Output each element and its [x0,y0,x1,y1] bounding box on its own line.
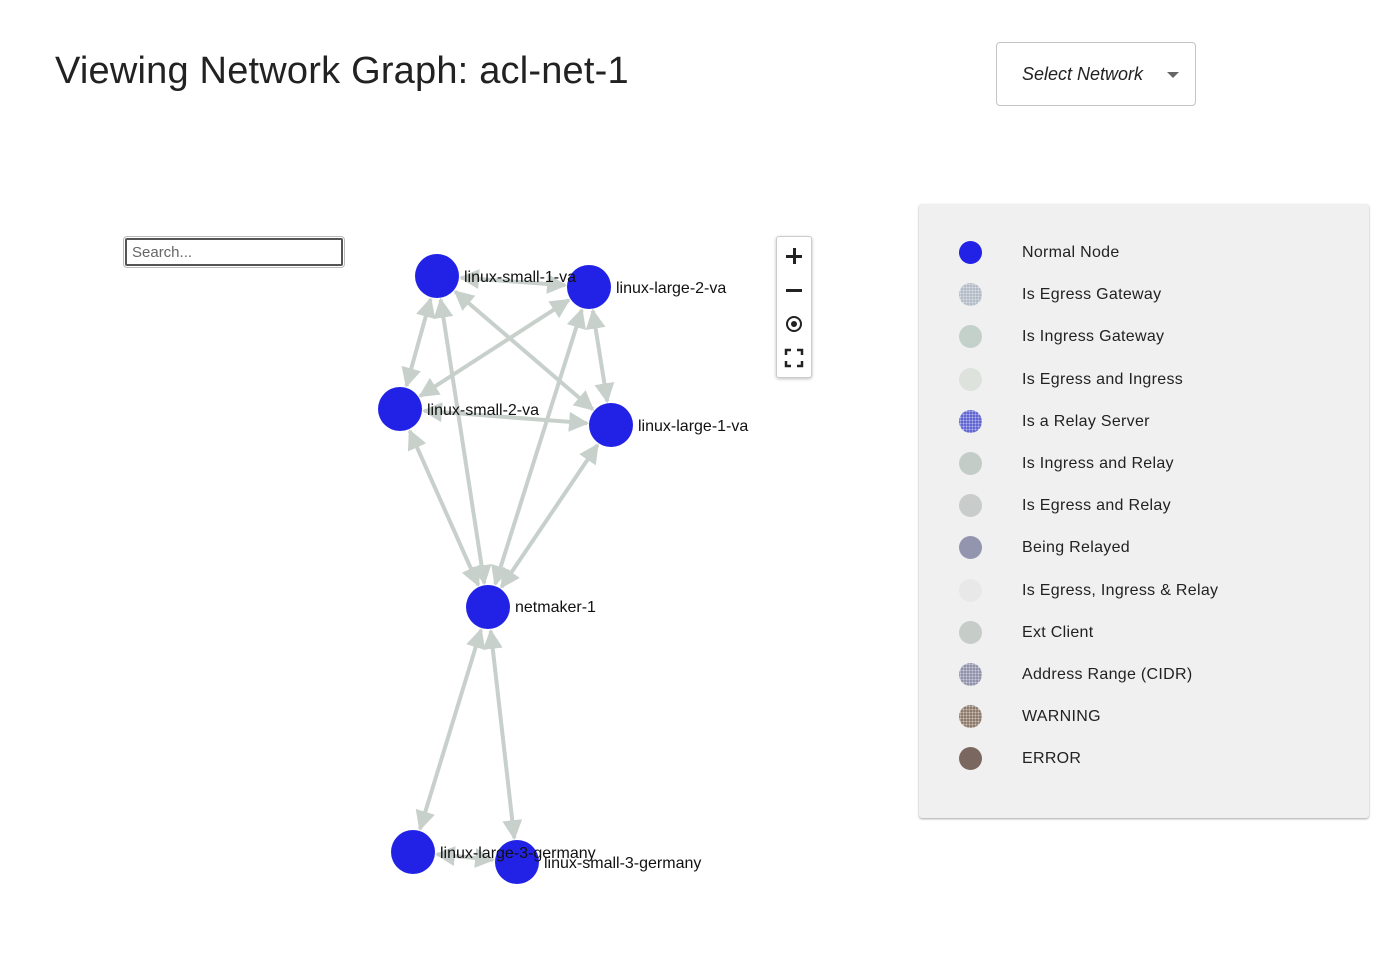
graph-node-linux-small-1-va[interactable] [415,254,459,298]
fullscreen-icon [784,348,804,368]
legend-swatch-icon [959,705,982,729]
legend-swatch-icon [959,452,982,475]
legend-item: Is Egress and Relay [919,491,1359,521]
legend-swatch-icon [959,367,982,391]
graph-node-linux-small-3-germany[interactable] [495,840,539,884]
legend-label: Is Egress Gateway [1022,286,1162,304]
legend-label: Ext Client [1022,623,1094,641]
graph-edge [482,628,523,841]
legend-swatch-icon [959,283,982,307]
graph-node-circle[interactable] [495,840,539,884]
graph-node-linux-small-2-va[interactable] [378,387,422,431]
legend-label: Is Ingress and Relay [1022,455,1174,472]
graph-edge [491,307,586,587]
legend-item: Is Ingress Gateway [919,322,1359,352]
legend-item: Is Egress, Ingress & Relay [919,576,1359,606]
graph-node-linux-large-1-va[interactable] [589,403,633,447]
graph-node-label: linux-large-2-va [616,280,726,297]
graph-node-label: linux-large-3-germany [440,845,596,862]
legend-label: Is Egress and Ingress [1022,370,1184,388]
graph-node-linux-large-2-va[interactable] [567,265,611,309]
graph-edge [434,846,496,868]
graph-node-circle[interactable] [378,387,422,431]
legend-swatch-icon [959,536,982,560]
legend-swatch-icon [959,494,982,518]
graph-nodes: linux-small-1-va linux-large-2-va linux-sm… [378,254,748,884]
legend-swatch-icon [959,241,982,264]
graph-node-circle[interactable] [391,830,435,874]
legend-label: Address Range (CIDR) [1022,666,1193,683]
zoom-out-button[interactable] [780,275,808,305]
select-network-dropdown[interactable]: Select Network [996,42,1196,106]
graph-legend: Normal Node Is Egress Gateway Is Ingress G… [919,204,1369,818]
network-graph[interactable]: linux-small-1-va linux-large-2-va linux-sm… [0,0,900,967]
legend-item: Is a Relay Server [919,407,1359,437]
legend-label: Normal Node [1022,244,1120,261]
legend-label: WARNING [1022,708,1101,726]
zoom-controls [776,236,812,378]
legend-label: Is a Relay Server [1022,412,1150,430]
legend-swatch-icon [959,747,982,771]
search-input[interactable] [123,236,345,268]
graph-node-circle[interactable] [466,585,510,629]
legend-swatch-icon [959,325,982,349]
graph-node-label: linux-small-3-germany [544,855,701,872]
plus-icon [786,248,802,264]
legend-label: Being Relayed [1022,539,1130,557]
zoom-in-button[interactable] [780,241,808,271]
legend-item: WARNING [919,702,1359,732]
legend-label: Is Egress, Ingress & Relay [1022,581,1219,599]
graph-edge [433,297,492,586]
legend-item: ERROR [919,744,1359,774]
graph-edge [585,308,615,404]
graph-edge [415,628,486,831]
graph-node-linux-large-3-germany[interactable] [391,830,435,874]
legend-item: Ext Client [919,618,1359,648]
legend-item: Normal Node [919,238,1359,268]
graph-node-netmaker-1[interactable] [466,585,510,629]
graph-node-circle[interactable] [589,403,633,447]
legend-item: Is Ingress and Relay [919,449,1359,479]
legend-label: Is Ingress Gateway [1022,328,1165,346]
center-graph-button[interactable] [780,309,808,339]
graph-edge [407,429,481,587]
graph-node-circle[interactable] [567,265,611,309]
graph-node-label: linux-large-1-va [638,418,748,435]
minus-icon [786,289,802,292]
chevron-down-icon [1167,72,1179,78]
page-title: Viewing Network Graph: acl-net-1 [55,50,629,92]
legend-swatch-icon [959,578,982,602]
graph-edge [499,443,600,589]
graph-node-label: linux-small-1-va [464,269,576,286]
graph-node-label: netmaker-1 [515,599,596,616]
graph-edge [453,290,595,411]
fullscreen-button[interactable] [780,343,808,373]
legend-swatch-icon [959,409,982,433]
graph-edge [458,269,568,294]
graph-edges [401,269,615,868]
legend-item: Address Range (CIDR) [919,660,1359,690]
legend-item: Is Egress Gateway [919,280,1359,310]
legend-label: ERROR [1022,750,1082,768]
graph-node-circle[interactable] [415,254,459,298]
legend-swatch-icon [959,663,982,686]
graph-edge [421,402,590,432]
select-network-label: Select Network [1022,63,1144,84]
legend-label: Is Egress and Relay [1022,497,1171,515]
legend-swatch-icon [959,620,982,644]
graph-node-label: linux-small-2-va [427,402,539,419]
legend-item: Being Relayed [919,533,1359,563]
legend-item: Is Egress and Ingress [919,365,1359,395]
target-icon [786,316,802,332]
graph-edge [401,297,436,388]
